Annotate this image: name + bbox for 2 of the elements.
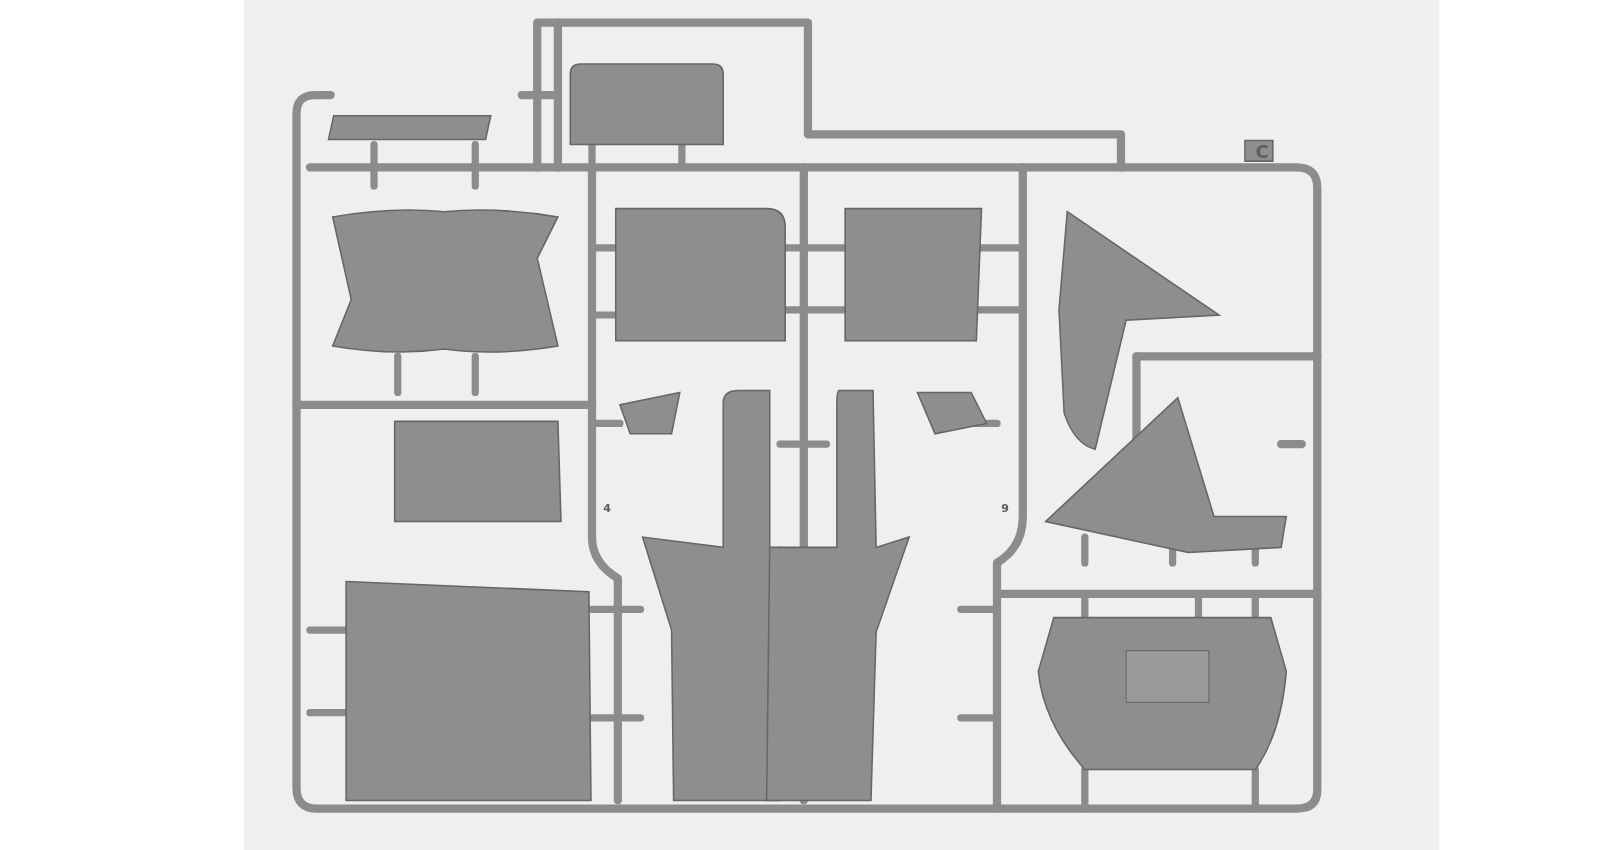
- sprue-letter: 9: [1001, 502, 1009, 514]
- sprue-letter: 4: [603, 502, 611, 514]
